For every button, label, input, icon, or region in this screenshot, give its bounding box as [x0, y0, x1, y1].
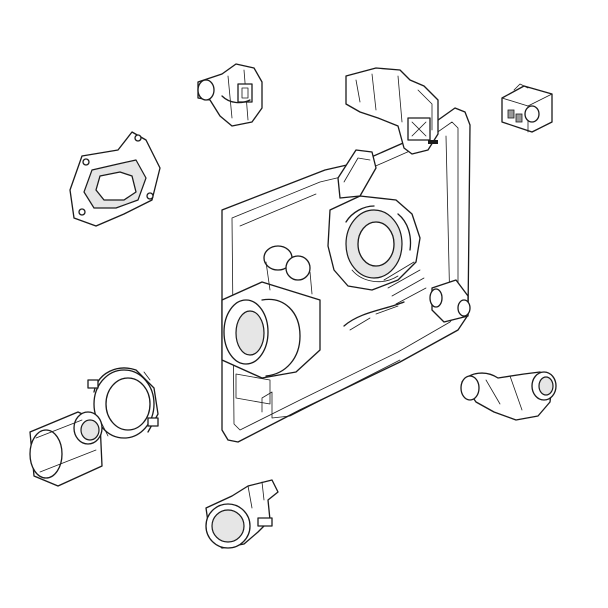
terminal-block [501, 83, 553, 133]
filter-cap [29, 411, 103, 487]
push-in-plug [205, 479, 279, 549]
wire-link [343, 301, 405, 327]
elbow-hose [460, 371, 557, 421]
small-nozzle [429, 279, 471, 323]
gasket [69, 131, 161, 227]
locking-ring [87, 367, 159, 439]
motor-bracket [345, 67, 439, 155]
retaining-clip [197, 63, 263, 127]
intake-housing [221, 107, 471, 443]
